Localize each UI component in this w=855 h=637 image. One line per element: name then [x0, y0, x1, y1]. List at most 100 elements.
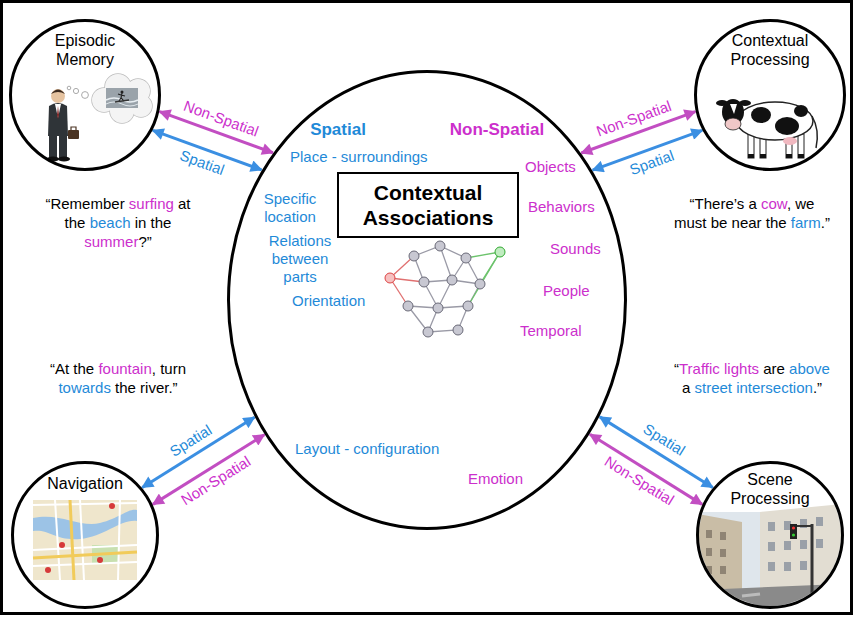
- network-icon: [463, 301, 473, 311]
- street-photo: [768, 522, 775, 531]
- businessman-figure: [58, 157, 70, 162]
- arrow-label: Non-Spatial: [594, 98, 673, 140]
- non-spatial-item: Sounds: [550, 240, 601, 258]
- thought-bubble: [104, 88, 140, 110]
- street-photo: [811, 524, 814, 600]
- label-holder: “Remember surfing at the beach in the su…: [43, 195, 193, 251]
- cow-illustration: [760, 154, 766, 158]
- city-map: [33, 562, 137, 566]
- circle-outline: [11, 21, 160, 170]
- thought-bubble: [92, 74, 152, 123]
- spatial-item: Layout - configuration: [295, 440, 439, 458]
- label-holder: Spatial: [167, 421, 215, 459]
- non-spatial-item: Objects: [525, 158, 576, 176]
- street-photo: [720, 549, 726, 557]
- network-icon: [409, 251, 419, 261]
- street-photo: [816, 539, 823, 548]
- circle-outline: [229, 72, 626, 529]
- cow-illustration: [748, 154, 754, 158]
- text-holder: Layout - configuration: [295, 440, 439, 458]
- street-photo: [706, 530, 712, 538]
- street-photo: [795, 525, 812, 527]
- node-title: Contextual Processing: [718, 31, 822, 69]
- text-holder: Specific location: [250, 190, 330, 226]
- street-photo: [792, 533, 795, 536]
- network-icon: [419, 277, 429, 287]
- thought-bubble: [115, 100, 129, 102]
- city-map: [33, 545, 137, 550]
- navigation-circle: Navigation: [11, 461, 159, 609]
- network-icon: [408, 246, 480, 332]
- circle-outline: [696, 21, 845, 170]
- circle-outline: [13, 463, 158, 608]
- node-title: Navigation: [33, 474, 137, 493]
- memory-circle: Episodic Memory: [9, 19, 161, 171]
- text-holder: Emotion: [468, 470, 523, 488]
- city-map: [33, 503, 137, 505]
- network-icon: [435, 241, 445, 251]
- category-heading: Non-Spatial: [450, 120, 544, 140]
- cow-illustration: [748, 134, 754, 158]
- cow-illustration: [786, 154, 792, 158]
- street-photo: [706, 548, 712, 556]
- network-icon: [433, 303, 443, 313]
- circle-outline: [698, 463, 843, 608]
- text-holder: People: [543, 282, 590, 300]
- street-photo: [742, 594, 760, 596]
- non-spatial-item: Temporal: [520, 322, 582, 340]
- street-photo: [790, 524, 797, 539]
- city-map: [97, 557, 103, 563]
- cow-illustration: [725, 118, 741, 130]
- street-photo: [784, 562, 791, 571]
- arrow-label: Spatial: [167, 421, 215, 459]
- city-map: [33, 500, 137, 580]
- street-photo: [800, 540, 807, 549]
- text-holder: Orientation: [292, 292, 365, 310]
- businessman-figure: [57, 106, 59, 119]
- network-icon: [453, 325, 463, 335]
- city-map: [55, 500, 60, 580]
- arrow-label: Spatial: [628, 148, 677, 179]
- thought-bubble: [67, 86, 71, 90]
- cow-illustration: [751, 107, 771, 123]
- city-map: [33, 552, 137, 558]
- arrow-label: Non-Spatial: [178, 454, 253, 510]
- text-holder: Behaviors: [528, 198, 595, 216]
- street-photo: [760, 504, 842, 600]
- label-holder: Spatial: [628, 148, 677, 179]
- page-frame: [2, 2, 852, 614]
- businessman-figure: [71, 127, 76, 130]
- arrow-label: Spatial: [178, 148, 227, 179]
- node-title: Episodic Memory: [33, 31, 137, 69]
- association-circle: Contextual Associations Spatial Non-Spatia…: [227, 70, 627, 530]
- box-title: Contextual Associations: [353, 180, 503, 230]
- city-map: [33, 500, 137, 580]
- label-holder: Spatial: [178, 148, 227, 179]
- street-photo: [698, 504, 842, 610]
- businessman-figure: [68, 130, 79, 139]
- scene-circle: Scene Processing: [696, 461, 844, 609]
- cow-illustration: [775, 117, 799, 135]
- city-map: [59, 542, 65, 548]
- street-photo: [720, 566, 726, 574]
- network-icon: [466, 252, 500, 306]
- businessman-figure: [51, 90, 65, 95]
- thought-bubble: [106, 88, 138, 108]
- street-photo: [768, 542, 775, 551]
- example-quote: “Remember surfing at the beach in the su…: [43, 195, 193, 251]
- city-map: [80, 500, 84, 580]
- city-map: [109, 503, 115, 509]
- non-spatial-item: Emotion: [468, 470, 523, 488]
- cow-illustration: [716, 99, 817, 158]
- example-quote: “There’s a cow, we must be near the farm…: [672, 195, 832, 233]
- city-map: [45, 503, 115, 573]
- spatial-item: Place - surroundings: [290, 148, 428, 166]
- network-icon: [385, 273, 395, 283]
- non-spatial-item: Behaviors: [528, 198, 595, 216]
- label-holder: Spatial: [640, 421, 688, 459]
- arrow-label: Spatial: [640, 421, 688, 459]
- category-heading: Spatial: [310, 120, 366, 140]
